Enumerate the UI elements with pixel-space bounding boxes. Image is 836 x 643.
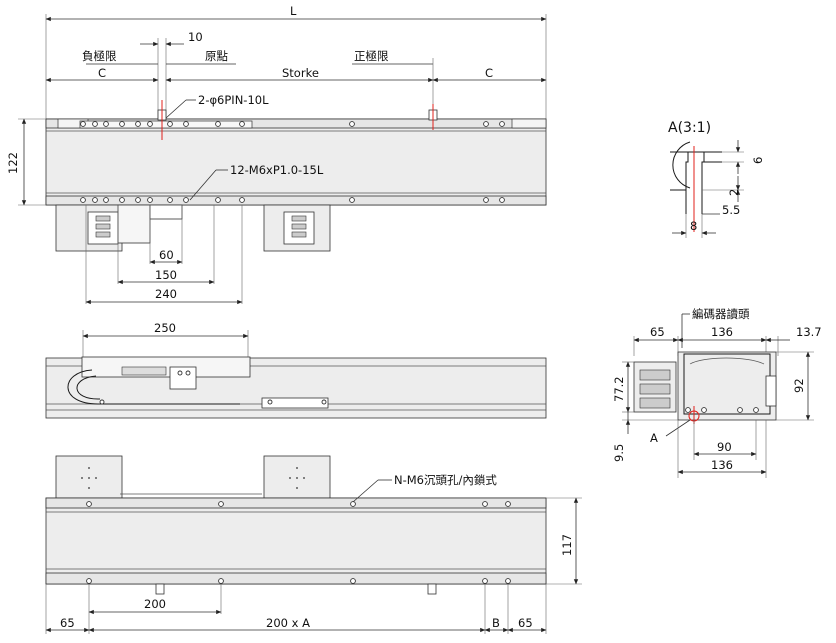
encoder-callout: 編碼器讀頭: [692, 307, 750, 321]
side-77-2-label: 77.2: [612, 376, 626, 402]
side-136-label: 136: [711, 325, 733, 339]
dim-60-label: 60: [159, 248, 174, 262]
dim-240-label: 240: [155, 287, 177, 301]
top-view: L 10 負極限 原點 正極限 C Storke C 2-φ6PIN-10L: [6, 4, 547, 305]
dim-250-label: 250: [154, 321, 176, 335]
dim-10-label: 10: [188, 30, 203, 44]
pin-callout: 2-φ6PIN-10L: [198, 93, 269, 107]
dim-117-label: 117: [560, 534, 574, 556]
pos-limit-label: 正極限: [354, 49, 389, 63]
bottom-view: N-M6沉頭孔/內鎖式 117 200 65 200 x A B 65: [45, 455, 582, 634]
detail-8-label: 8: [690, 219, 697, 233]
side-9-5-label: 9.5: [612, 444, 626, 462]
tap-callout: 12-M6xP1.0-15L: [230, 163, 324, 177]
side-65-label: 65: [650, 325, 665, 339]
top-holes: [80, 121, 505, 203]
detail-2-label: 2: [727, 189, 741, 196]
detail-a-view: A(3:1) 6 2 5.5 8: [668, 120, 765, 238]
detail-5-5-label: 5.5: [722, 203, 740, 217]
dim-122-label: 122: [6, 152, 20, 174]
dim-L-label: L: [290, 4, 297, 18]
origin-label: 原點: [205, 49, 228, 63]
side-136b-label: 136: [711, 458, 733, 472]
dim-200-label: 200: [144, 597, 166, 611]
dim-150-label: 150: [155, 268, 177, 282]
nm6-callout: N-M6沉頭孔/內鎖式: [394, 473, 497, 487]
dim-65-right-label: 65: [518, 616, 533, 630]
dim-200xA-label: 200 x A: [266, 616, 310, 630]
c-right-label: C: [485, 66, 493, 80]
stroke-label: Storke: [282, 66, 319, 80]
dim-65-left-label: 65: [60, 616, 75, 630]
bottom-carriage-left: [55, 455, 123, 499]
side-A-label: A: [650, 431, 658, 445]
front-view: 250: [45, 321, 547, 419]
dim-B-label: B: [492, 616, 500, 630]
neg-limit-label: 負極限: [82, 49, 117, 63]
side-13-7-label: 13.7: [796, 325, 822, 339]
detail-6-label: 6: [751, 157, 765, 164]
bottom-carriage-right: [263, 455, 331, 499]
detail-title: A(3:1): [668, 120, 711, 136]
side-view: 編碼器讀頭 65 136 13.7 77.2 92: [612, 307, 822, 478]
rail-body-bottom: [45, 497, 547, 585]
side-92-label: 92: [792, 378, 806, 393]
rail-body-top: [45, 118, 547, 206]
side-carriage-body: [677, 351, 777, 421]
side-90-label: 90: [717, 440, 732, 454]
c-left-label: C: [98, 66, 106, 80]
